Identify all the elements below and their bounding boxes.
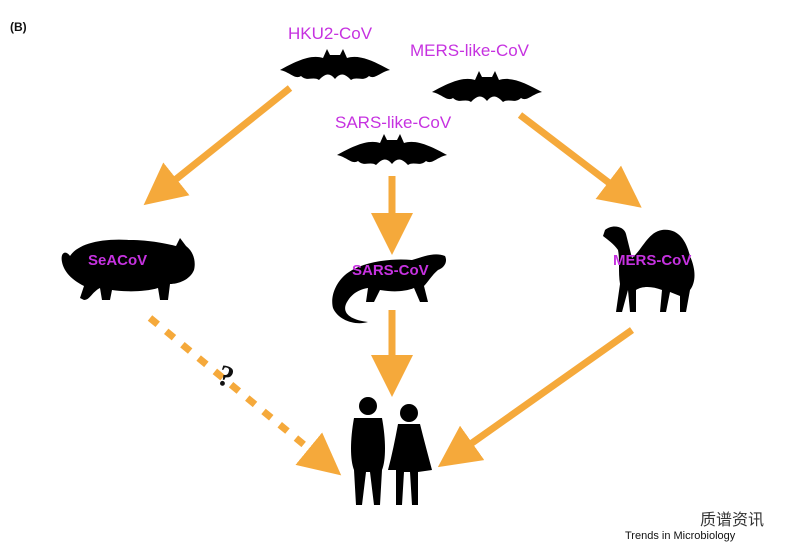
journal-credit: Trends in Microbiology xyxy=(625,530,736,542)
arrow-mers-like-to-camel xyxy=(517,112,642,208)
label-sars-like-cov: SARS-like-CoV xyxy=(335,113,452,132)
label-seacov: SeACoV xyxy=(88,252,148,269)
watermark: 质谱资讯 xyxy=(700,512,765,529)
label-sars-cov: SARS-CoV xyxy=(352,262,429,279)
arrows xyxy=(143,85,642,476)
label-mers-like-cov: MERS-like-CoV xyxy=(410,41,530,60)
arrow-pig-to-humans-uncertain xyxy=(147,315,342,476)
bat-icon-sars-like xyxy=(337,134,447,165)
pig-icon xyxy=(61,238,195,300)
arrow-hku2-to-pig xyxy=(143,85,293,206)
bat-icon-mers-like xyxy=(432,71,542,102)
camel-icon xyxy=(603,226,695,312)
panel-label: (B) xyxy=(10,20,27,34)
arrow-camel-to-humans xyxy=(437,327,635,468)
label-hku2-cov: HKU2-CoV xyxy=(288,24,373,43)
bat-icon-hku2 xyxy=(280,49,390,80)
civet-icon xyxy=(332,254,447,324)
label-mers-cov: MERS-CoV xyxy=(613,252,692,269)
humans-icon xyxy=(351,397,432,505)
